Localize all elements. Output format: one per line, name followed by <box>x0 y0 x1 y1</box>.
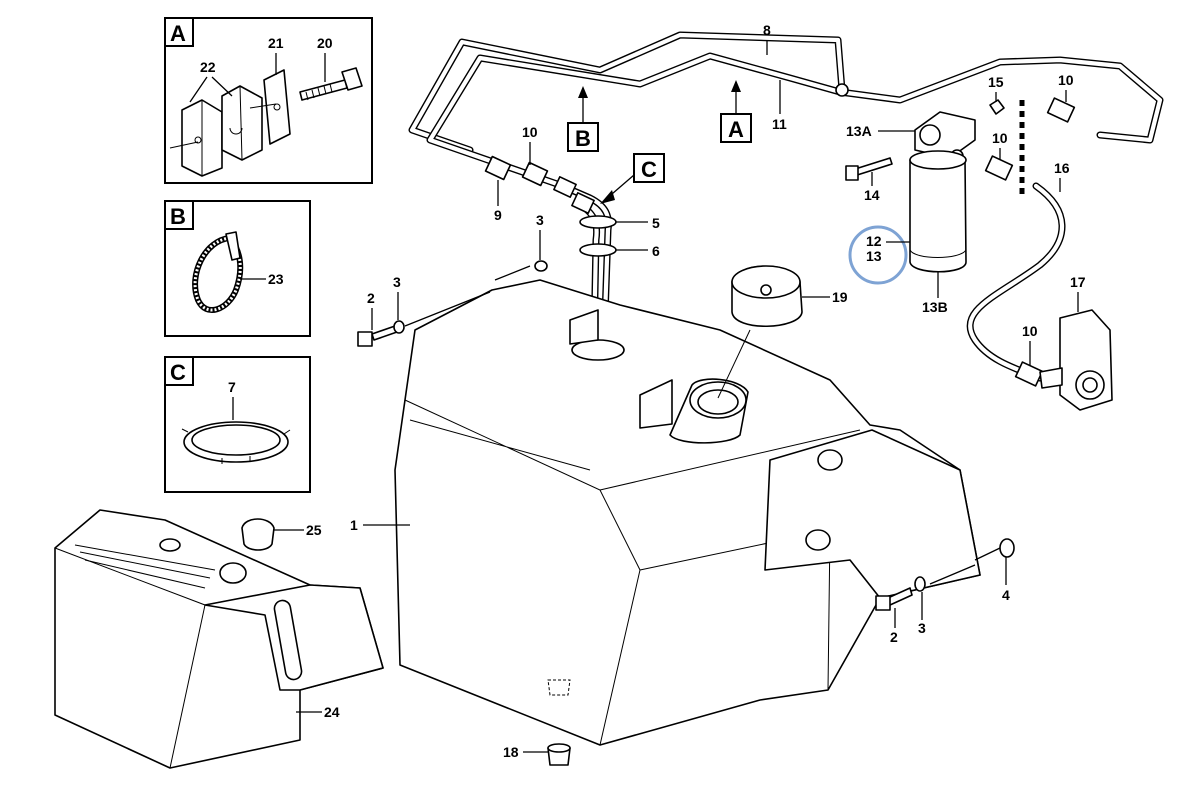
callout-box-c: C <box>600 153 665 204</box>
label-13b: 13B <box>922 299 948 315</box>
fitting-9 <box>484 155 512 181</box>
bolt-2a <box>371 325 398 341</box>
callout-box-b: B <box>567 86 599 152</box>
label-17: 17 <box>1070 274 1086 290</box>
label-10c: 10 <box>992 130 1008 146</box>
washer-3a <box>393 320 405 334</box>
label-5: 5 <box>652 215 660 231</box>
label-23: 23 <box>268 271 284 287</box>
ring-5 <box>579 215 617 229</box>
label-6: 6 <box>652 243 660 259</box>
label-18: 18 <box>503 744 519 760</box>
label-11: 11 <box>772 116 787 132</box>
label-24: 24 <box>324 704 340 720</box>
label-3a: 3 <box>393 274 401 290</box>
label-25: 25 <box>306 522 322 538</box>
washer-3c <box>914 576 926 592</box>
fittings <box>484 83 1076 387</box>
label-4: 4 <box>1002 587 1010 603</box>
fuel-cap-19 <box>717 265 803 399</box>
label-13: 13 <box>866 248 882 264</box>
fitting-10a <box>521 161 549 187</box>
label-15: 15 <box>988 74 1004 90</box>
fasteners <box>357 260 1015 611</box>
pump-17 <box>1039 309 1113 411</box>
detail-box-b-letter: B <box>170 204 186 229</box>
part-labels: 1 2 3 3 4 2 3 5 6 8 9 10 10 10 10 11 12 … <box>274 22 1086 760</box>
detail-box-c: C 7 <box>164 356 311 493</box>
label-8: 8 <box>763 22 771 38</box>
highlight-circle <box>848 225 908 285</box>
label-3c: 3 <box>918 620 926 636</box>
svg-text:C: C <box>641 157 657 182</box>
fitting-10c <box>984 155 1014 181</box>
detail-box-a-letter: A <box>170 21 186 46</box>
label-12: 12 <box>866 233 882 249</box>
label-16: 16 <box>1054 160 1070 176</box>
fitting-10b <box>1046 97 1076 123</box>
detail-box-a: A 22 21 20 <box>164 17 373 184</box>
washer-3b <box>534 260 548 272</box>
svg-text:B: B <box>575 126 591 151</box>
fuel-tank-1 <box>394 279 981 766</box>
label-10b: 10 <box>1058 72 1074 88</box>
ring-6 <box>579 243 617 257</box>
label-7: 7 <box>228 379 236 395</box>
plate-21 <box>263 69 291 145</box>
adblue-tank-24 <box>54 509 384 769</box>
spacer-4 <box>999 538 1015 558</box>
label-10a: 10 <box>522 124 538 140</box>
label-3b: 3 <box>536 212 544 228</box>
fitting-10d <box>1014 361 1044 387</box>
label-2b: 2 <box>890 629 898 645</box>
label-10d: 10 <box>1022 323 1038 339</box>
fuel-filter <box>909 111 976 273</box>
filter-cartridge-13 <box>909 159 967 273</box>
label-20: 20 <box>317 35 333 51</box>
detail-box-c-letter: C <box>170 360 186 385</box>
label-13a: 13A <box>846 123 872 139</box>
cap-25 <box>241 518 275 551</box>
label-19: 19 <box>832 289 848 305</box>
callout-box-a: A <box>720 80 752 143</box>
label-1: 1 <box>350 517 358 533</box>
label-14: 14 <box>864 187 880 203</box>
detail-box-b: B 23 <box>164 200 311 337</box>
filter-head-13a <box>914 111 976 159</box>
label-2a: 2 <box>367 290 375 306</box>
svg-text:A: A <box>728 117 744 142</box>
label-9: 9 <box>494 207 502 223</box>
label-21: 21 <box>268 35 284 51</box>
nut-15 <box>989 99 1005 115</box>
label-22: 22 <box>200 59 216 75</box>
